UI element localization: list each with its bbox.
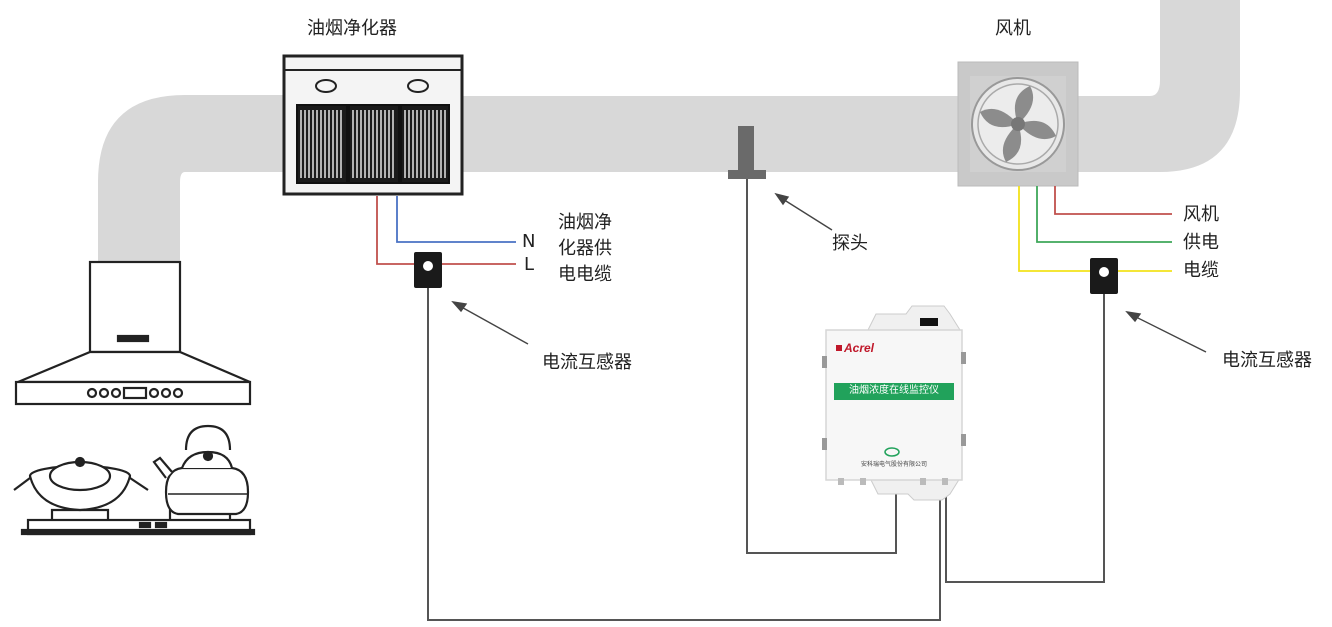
current-transformer-left <box>414 252 442 288</box>
purifier-cable-label: 油烟净 化器供 电电缆 <box>558 210 612 288</box>
monitor-brand-logo: Acrel <box>844 341 875 355</box>
fan-cable-label: 风机 供电 电缆 <box>1183 201 1219 285</box>
fan-label: 风机 <box>995 18 1031 39</box>
current-transformer-right-label: 电流互感器 <box>1222 350 1312 371</box>
signal-cables <box>427 179 1105 621</box>
purifier-grille <box>298 106 448 182</box>
neutral-wire-label: N <box>522 231 536 252</box>
fan-cable-line-1: 风机 <box>1183 204 1219 225</box>
exhaust-duct <box>98 0 1240 262</box>
current-transformer-right <box>1090 258 1118 294</box>
monitor-company: 安科瑞电气股份有限公司 <box>860 461 927 468</box>
pointer-arrows <box>451 192 1207 353</box>
purifier-cable-line-3: 电电缆 <box>558 264 612 285</box>
purifier-power-wires <box>376 196 516 265</box>
purifier-label: 油烟净化器 <box>307 18 397 39</box>
probe-sensor <box>728 126 766 179</box>
fan-cable-line-3: 电缆 <box>1183 260 1219 281</box>
exhaust-fan <box>957 61 1079 187</box>
fan-power-wires <box>1018 186 1172 272</box>
wok-icon <box>13 456 149 512</box>
filter-panel <box>350 106 398 182</box>
fan-cable-line-2: 供电 <box>1183 232 1219 253</box>
purifier-cable-line-1: 油烟净 <box>558 212 612 233</box>
filter-panel <box>298 106 346 182</box>
monitor-title: 油烟浓度在线监控仪 <box>849 385 939 396</box>
live-wire-label: L <box>524 254 535 275</box>
range-hood-icon <box>14 260 252 406</box>
oil-fume-purifier <box>282 54 464 196</box>
kettle-icon <box>152 424 250 516</box>
purifier-cable-line-2: 化器供 <box>558 238 612 259</box>
current-transformer-left-label: 电流互感器 <box>542 352 632 373</box>
fan-icon <box>980 86 1056 162</box>
oil-fume-monitor <box>822 305 966 501</box>
probe-label: 探头 <box>832 233 868 254</box>
